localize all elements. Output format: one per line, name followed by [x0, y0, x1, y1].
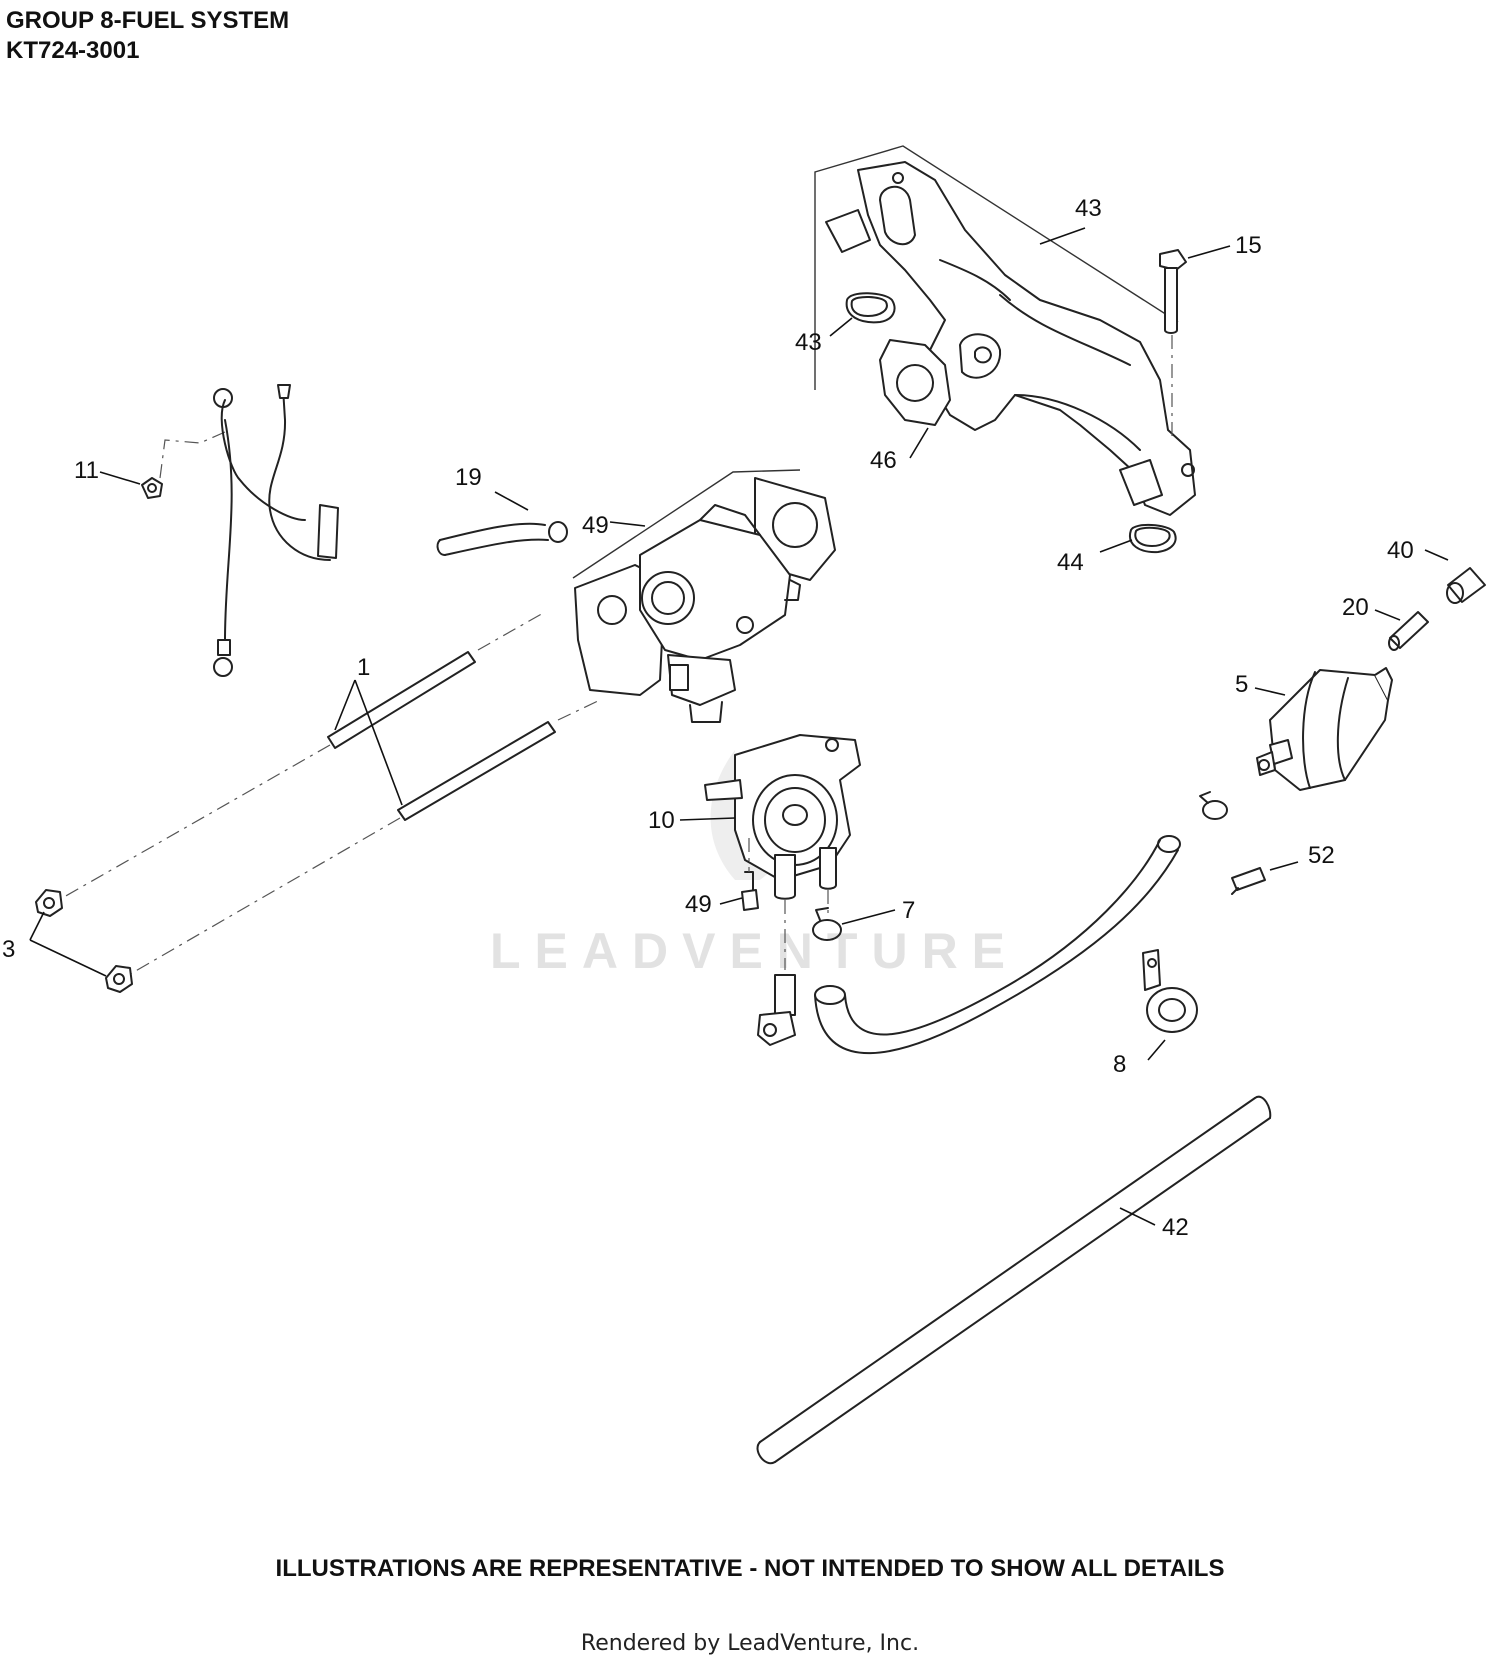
- callout-11[interactable]: 11: [74, 457, 99, 484]
- callout-52[interactable]: 52: [1308, 842, 1335, 869]
- callout-40[interactable]: 40: [1387, 537, 1414, 564]
- rendered-by-credit: Rendered by LeadVenture, Inc.: [580, 1631, 920, 1656]
- part-44-gasket[interactable]: [879, 339, 951, 426]
- part-7-clamp[interactable]: [812, 907, 842, 941]
- wire-harness[interactable]: [159, 384, 339, 677]
- part-15-bolt[interactable]: [1159, 249, 1187, 440]
- leader-lines: [29, 227, 1449, 1226]
- callout-43-lower[interactable]: 44: [1057, 549, 1084, 576]
- callout-49[interactable]: 49: [685, 891, 712, 918]
- callout-41[interactable]: 42: [1162, 1214, 1189, 1241]
- part-8-clip[interactable]: [1142, 949, 1198, 1033]
- part-20-tube[interactable]: [1388, 611, 1429, 651]
- part-41-fuel-line[interactable]: [756, 1095, 1272, 1465]
- group-title: GROUP 8-FUEL SYSTEM: [6, 7, 290, 34]
- callout-7[interactable]: 7: [902, 897, 915, 924]
- callout-10[interactable]: 10: [648, 807, 675, 834]
- callout-19[interactable]: 19: [455, 464, 482, 491]
- part-42-intake-manifold[interactable]: [814, 145, 1196, 516]
- callout-43-upper[interactable]: 43: [795, 329, 822, 356]
- part-43-o-ring-upper[interactable]: [845, 292, 896, 324]
- callout-15[interactable]: 15: [1235, 232, 1262, 259]
- part-5-fuel-filter[interactable]: [1256, 667, 1393, 791]
- callout-8[interactable]: 8: [1113, 1051, 1126, 1078]
- part-10-fuel-pump[interactable]: [704, 734, 861, 970]
- callout-44[interactable]: 46: [870, 447, 897, 474]
- fuel-line-to-pump[interactable]: [757, 835, 1181, 1055]
- callout-3[interactable]: 3: [2, 936, 15, 963]
- diagram-header: GROUP 8-FUEL SYSTEM KT724-3001: [6, 6, 289, 66]
- callout-labels: 43 15 43 46 44 19 49 11 1 3 10 49 7 5 52…: [2, 195, 1414, 1241]
- part-19-hose[interactable]: [436, 521, 568, 556]
- part-40-hose-piece[interactable]: [1446, 567, 1486, 604]
- callout-20[interactable]: 20: [1342, 594, 1369, 621]
- callout-5[interactable]: 5: [1235, 671, 1248, 698]
- part-43-o-ring-lower[interactable]: [1128, 524, 1177, 554]
- model-number: KT724-3001: [6, 37, 140, 64]
- callout-42[interactable]: 43: [1075, 195, 1102, 222]
- part-1-stud-upper[interactable]: [49, 611, 546, 906]
- filter-hose-clamp[interactable]: [1199, 791, 1228, 820]
- part-3-nut-lower[interactable]: [105, 965, 133, 993]
- callout-46[interactable]: 49: [582, 512, 609, 539]
- part-1-stud-lower[interactable]: [119, 699, 601, 981]
- part-49-screw[interactable]: [741, 838, 759, 911]
- part-52-fitting[interactable]: [1231, 867, 1266, 895]
- disclaimer-text: ILLUSTRATIONS ARE REPRESENTATIVE - NOT I…: [275, 1555, 1225, 1582]
- part-46-carburetor[interactable]: [572, 469, 836, 723]
- part-3-nut-upper[interactable]: [35, 889, 63, 917]
- part-11-screw[interactable]: [141, 477, 163, 499]
- callout-1[interactable]: 1: [357, 654, 370, 681]
- watermark-text: LEADVENTURE: [490, 923, 1019, 979]
